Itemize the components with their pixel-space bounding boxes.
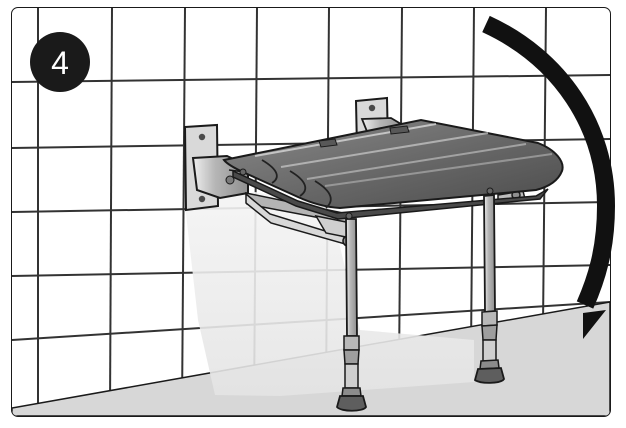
step-number: 4 [51, 45, 69, 81]
step-number-badge-icon [30, 32, 90, 92]
step-badge: 4 [30, 32, 90, 92]
shower-seat [222, 118, 564, 220]
seat-shadow [185, 192, 474, 396]
front-right-leg [473, 194, 505, 384]
curved-down-arrow-icon [482, 15, 616, 339]
seat-hardware [239, 168, 494, 220]
front-left-leg [336, 218, 367, 412]
